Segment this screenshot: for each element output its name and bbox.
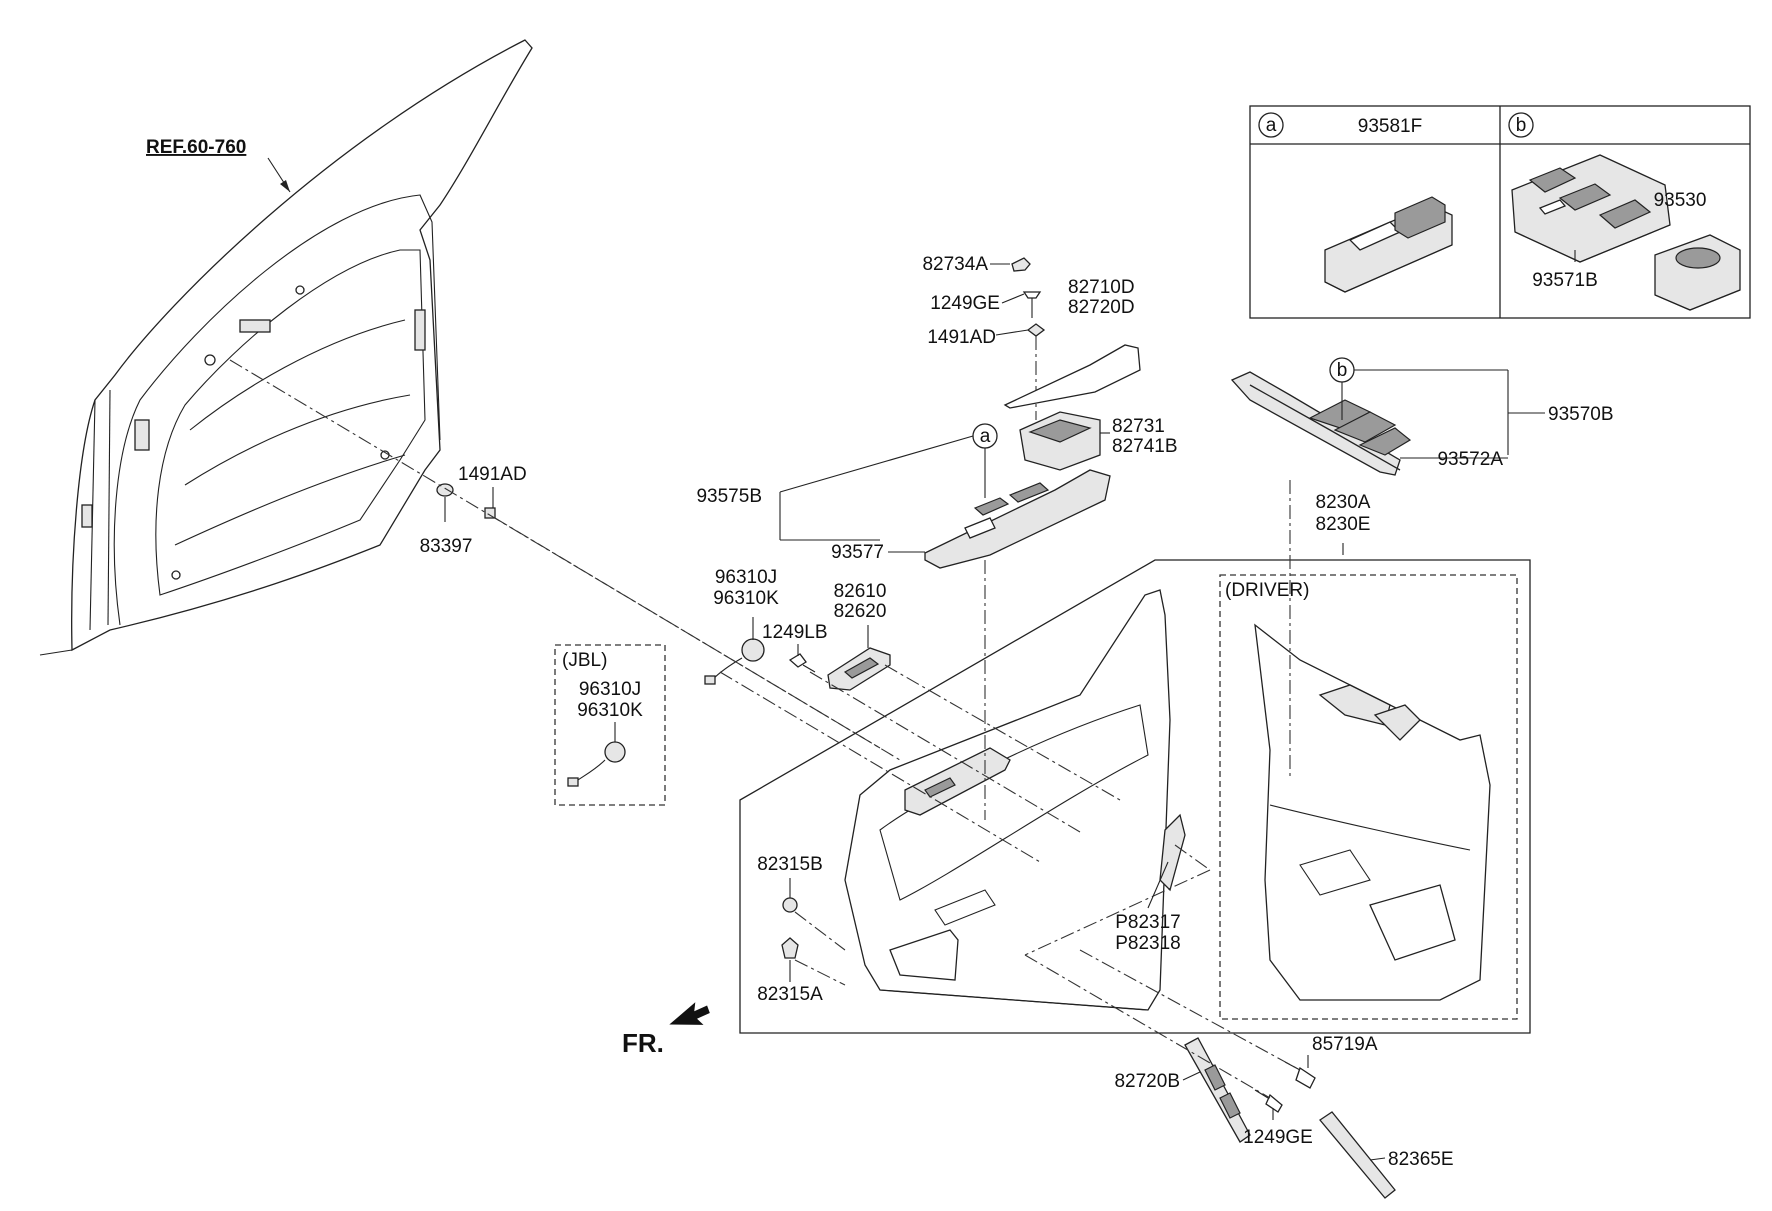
garnish-82365E xyxy=(1319,1111,1396,1199)
driver-trim-panel-illustration xyxy=(1254,623,1491,1001)
master-window-switch-illustration xyxy=(1511,154,1671,263)
part-8230A: 8230A xyxy=(1316,492,1371,513)
jbl-title: (JBL) xyxy=(562,650,607,671)
power-window-switch-illustration xyxy=(1654,234,1741,311)
part-83397: 83397 xyxy=(420,536,473,557)
part-82720D: 82720D xyxy=(1068,297,1135,318)
grommet-83397 xyxy=(436,483,454,497)
part-1491AD-left: 1491AD xyxy=(458,464,527,485)
callout-b-letter-panel: b xyxy=(1337,360,1348,381)
part-8230E: 8230E xyxy=(1316,514,1371,535)
door-trim-panel-box: (DRIVER) xyxy=(739,559,1531,1034)
clip-82315B xyxy=(782,897,798,913)
screw-1249LB xyxy=(788,653,816,673)
clip-1491AD-left xyxy=(484,507,496,519)
front-label: FR. xyxy=(622,1028,664,1058)
part-82734A: 82734A xyxy=(922,254,988,275)
part-82610: 82610 xyxy=(834,581,887,602)
jbl-speaker-box: (JBL) 96310J 96310K xyxy=(554,644,666,806)
door-trim-panel-illustration xyxy=(844,589,1171,1011)
part-1491AD-top: 1491AD xyxy=(927,327,996,348)
driver-title: (DRIVER) xyxy=(1225,580,1309,601)
tweeter-illustration xyxy=(704,638,765,685)
inner-handle-illustration xyxy=(827,647,891,691)
callout-b-letter: b xyxy=(1516,115,1527,136)
part-P82317: P82317 xyxy=(1115,912,1181,933)
callout-a-letter-panel: a xyxy=(980,426,991,447)
label-leaders xyxy=(267,157,1386,1161)
door-frame-illustration xyxy=(39,39,533,656)
part-82731: 82731 xyxy=(1112,416,1165,437)
single-window-switch-illustration xyxy=(1324,196,1453,293)
ref-label: REF.60-760 xyxy=(146,137,246,158)
part-96310J: 96310J xyxy=(715,567,777,588)
trim-strip-illustration xyxy=(1159,813,1186,892)
callout-a-marker xyxy=(1258,112,1284,138)
dashed-leader-lines xyxy=(229,359,1301,1099)
part-82365E: 82365E xyxy=(1388,1149,1454,1170)
table-part-93571B: 93571B xyxy=(1532,270,1598,291)
part-93575B: 93575B xyxy=(696,486,762,507)
part-93570B: 93570B xyxy=(1548,404,1614,425)
switch-options-table: a 93581F b 93530 93571B xyxy=(1249,105,1751,319)
part-93572A: 93572A xyxy=(1437,449,1503,470)
driver-switch-panel-illustration xyxy=(1230,371,1412,476)
part-82710D: 82710D xyxy=(1068,277,1135,298)
part-93577: 93577 xyxy=(831,542,884,563)
clip-82315A xyxy=(781,937,799,959)
part-1249LB: 1249LB xyxy=(762,622,828,643)
part-82315B: 82315B xyxy=(757,854,823,875)
part-1249GE-top: 1249GE xyxy=(930,293,1000,314)
part-96310K: 96310K xyxy=(713,588,779,609)
front-direction-arrow: FR. xyxy=(622,1002,710,1058)
bracket-82720B xyxy=(1184,1037,1251,1143)
jbl-part-96310J: 96310J xyxy=(579,679,641,700)
part-82720B: 82720B xyxy=(1114,1071,1180,1092)
part-1249GE-bottom: 1249GE xyxy=(1243,1127,1313,1148)
part-P82318: P82318 xyxy=(1115,933,1181,954)
table-part-93581F: 93581F xyxy=(1358,116,1422,137)
part-85719A: 85719A xyxy=(1312,1034,1378,1055)
screw-85719A xyxy=(1284,1061,1316,1089)
jbl-part-96310K: 96310K xyxy=(577,700,643,721)
part-82315A: 82315A xyxy=(757,984,823,1005)
table-part-93530: 93530 xyxy=(1654,190,1707,211)
screw-1249GE-bottom xyxy=(1254,1089,1283,1113)
part-82741B: 82741B xyxy=(1112,436,1178,457)
callout-b-marker xyxy=(1508,112,1534,138)
armrest-parts-illustration xyxy=(924,257,1141,569)
part-82620: 82620 xyxy=(834,601,887,622)
callout-a-letter: a xyxy=(1266,115,1277,136)
